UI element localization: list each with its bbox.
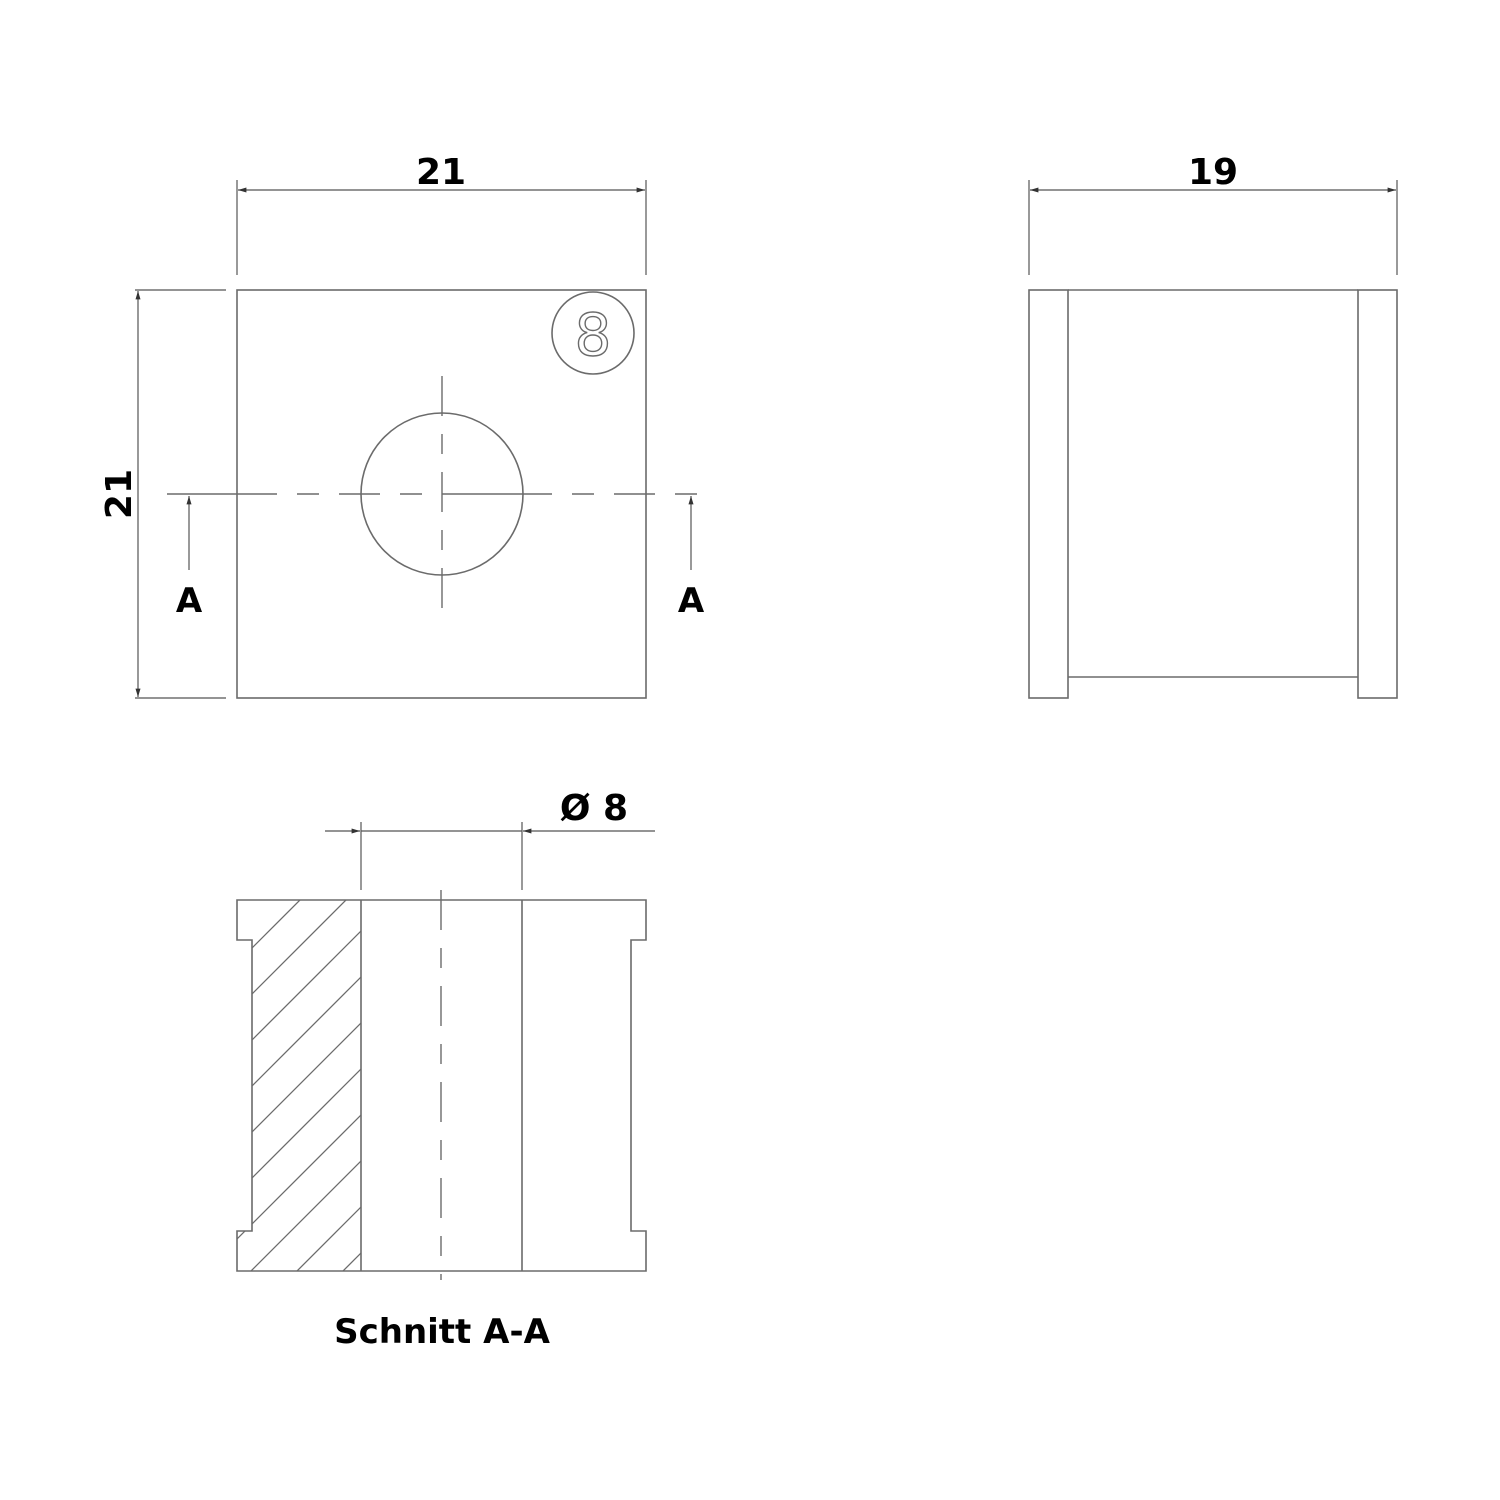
size-mark-label: 8 bbox=[575, 301, 612, 369]
front-width-dimension: 21 bbox=[236, 152, 647, 275]
bore-diameter-dimension: Ø 8 bbox=[325, 788, 655, 890]
front-view: 21 21 8 A A bbox=[99, 152, 717, 699]
section-outline bbox=[236, 899, 647, 1272]
right-flange bbox=[1357, 289, 1398, 699]
section-view: Ø 8 Schnitt A-A bbox=[236, 788, 655, 1352]
bore-diameter-label: Ø 8 bbox=[560, 788, 628, 829]
section-label-left: A bbox=[176, 581, 203, 621]
section-indicator-right: A bbox=[678, 496, 705, 621]
section-indicator-left: A bbox=[176, 496, 203, 621]
side-width-label: 19 bbox=[1188, 152, 1238, 193]
front-height-dimension: 21 bbox=[99, 289, 226, 699]
front-width-label: 21 bbox=[416, 152, 466, 193]
section-label-right: A bbox=[678, 581, 705, 621]
size-mark: 8 bbox=[551, 291, 635, 375]
section-hatching bbox=[237, 900, 361, 1271]
side-view: 19 bbox=[1028, 152, 1398, 699]
section-title: Schnitt A-A bbox=[334, 1312, 550, 1352]
side-width-dimension: 19 bbox=[1028, 152, 1398, 275]
left-flange bbox=[1028, 289, 1069, 699]
front-height-label: 21 bbox=[99, 469, 140, 519]
